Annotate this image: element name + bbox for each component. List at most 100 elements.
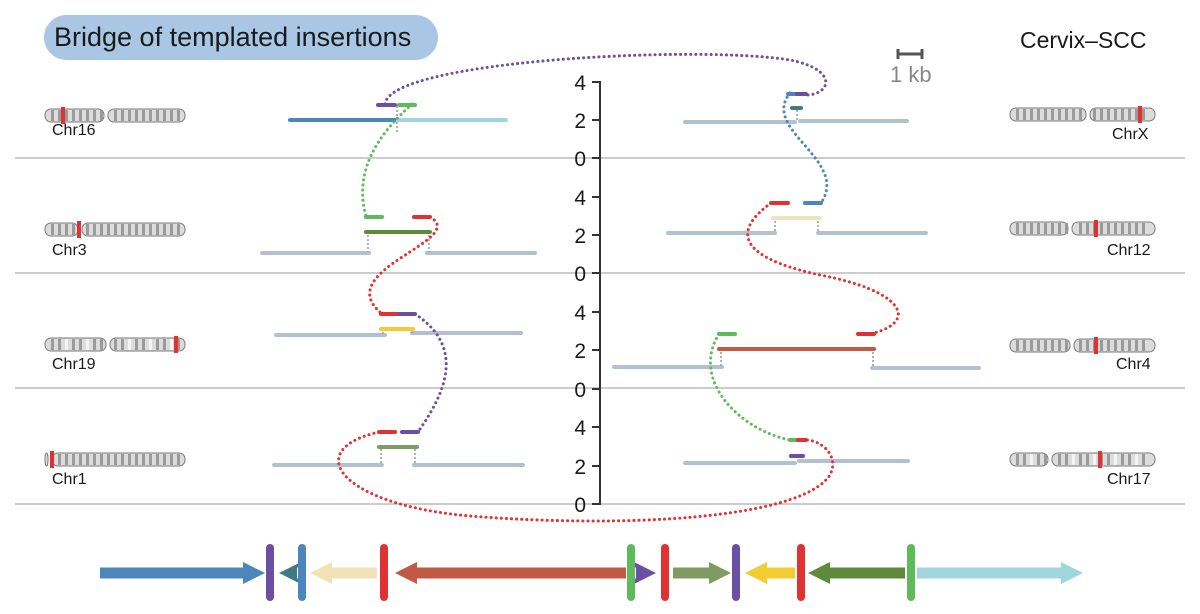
chromosome-band [86,224,89,235]
chromosome-arm-q [81,222,186,237]
chromosome-band [1086,340,1089,351]
chromosome-band [114,110,117,121]
axis-tick-label: 2 [574,340,586,363]
chromosome-band [1093,109,1096,120]
chromosome-band [1058,223,1061,234]
chromosome-band [142,454,145,465]
chromosome-band [65,339,68,350]
chromosome-band [1079,454,1082,465]
bridge-junction-bar-3 [380,544,388,601]
chromosome-band [135,339,138,350]
chromosome-band [79,454,82,465]
sample-label: Cervix–SCC [1020,27,1147,53]
axis-tick-label: 4 [574,187,586,210]
axis-tick-label: 0 [574,148,586,171]
breakpoint-marker [1094,220,1098,237]
chromosome-band [1051,223,1054,234]
chromosome-band [100,224,103,235]
chromosome-band [142,339,145,350]
chromosome-band [149,224,152,235]
chromosome-band [163,454,166,465]
chromosome-band [170,110,173,121]
chromosome-arm-q [107,108,186,123]
chromosome-band [1100,223,1103,234]
chromosome-band [149,454,152,465]
chromosome-band [1114,223,1117,234]
chromosome-band [170,454,173,465]
chromosome-band [1058,340,1061,351]
ideogram-chr1 [44,451,186,468]
chromosome-band [1107,340,1110,351]
chromosome-band [163,110,166,121]
chromosome-band [79,110,82,121]
chromosome-band [177,339,180,350]
chromosome-band [1065,340,1068,351]
chromosome-band [1114,340,1117,351]
chromosome-band [1142,109,1145,120]
chromosome-band [107,224,110,235]
breakpoint-marker [1098,451,1102,468]
bridge-arrow-darkgreen [808,562,905,584]
rearrangement-links [337,52,900,523]
chromosome-band [1079,223,1082,234]
chromosome-band [170,339,173,350]
chromosome-band [86,110,89,121]
chromosome-band [1086,223,1089,234]
chromosome-band [1135,223,1138,234]
chromosome-band [93,454,96,465]
chromosome-band [1058,109,1061,120]
chromosome-band [1016,109,1019,120]
scale-bar [896,49,924,59]
chromosome-band [1121,340,1124,351]
chr-label-left-2: Chr3 [52,242,87,259]
chromosome-band [51,339,54,350]
chromosome-band [156,454,159,465]
bridge-junction-bar-6 [732,544,740,601]
scale-bar-label: 1 kb [890,62,932,87]
link-chr4-to-chr17 [708,332,792,442]
chromosome-band [156,339,159,350]
chromosome-band [1093,454,1096,465]
chromosome-band [1107,454,1110,465]
breakpoint-marker [1094,337,1098,354]
chromosome-band [86,339,89,350]
chromosome-band [128,454,131,465]
chromosome-band [170,224,173,235]
chromosome-band [1135,109,1138,120]
chromosome-band [72,339,75,350]
ideogram-chr12 [1009,220,1156,237]
chromosome-band [1086,454,1089,465]
bridge-arrow-olive [673,562,731,584]
ideogram-chr17 [1009,451,1156,468]
chromosome-band [1121,454,1124,465]
chromosome-band [1121,223,1124,234]
chromosome-arm-p [44,337,107,352]
chromosome-band [121,454,124,465]
chromosome-band [1065,454,1068,465]
chromosome-band [1100,340,1103,351]
link-chr12-to-chr4 [746,201,900,335]
bridge-arrow-violet [634,562,656,584]
chromosome-band [1051,109,1054,120]
chromosome-band [149,110,152,121]
breakpoint-marker [50,451,54,468]
bridge-arrow-brick [395,562,626,584]
chromosome-band [121,224,124,235]
chromosome-band [72,224,75,235]
chromosome-band [1107,109,1110,120]
chromosome-band [1107,223,1110,234]
axis-tick-label: 2 [574,110,586,133]
ideogram-chr3 [44,221,186,238]
chromosome-band [177,110,180,121]
chromosome-band [177,224,180,235]
breakpoint-marker [77,221,81,238]
chromosome-band [1079,109,1082,120]
chromosome-band [1023,223,1026,234]
breakpoint-marker [174,336,178,353]
chromosome-band [128,110,131,121]
chromosome-band [177,454,180,465]
chromosome-band [1044,454,1047,465]
chromosome-band [149,339,152,350]
chromosome-band [1121,109,1124,120]
chromosome-band [1135,454,1138,465]
